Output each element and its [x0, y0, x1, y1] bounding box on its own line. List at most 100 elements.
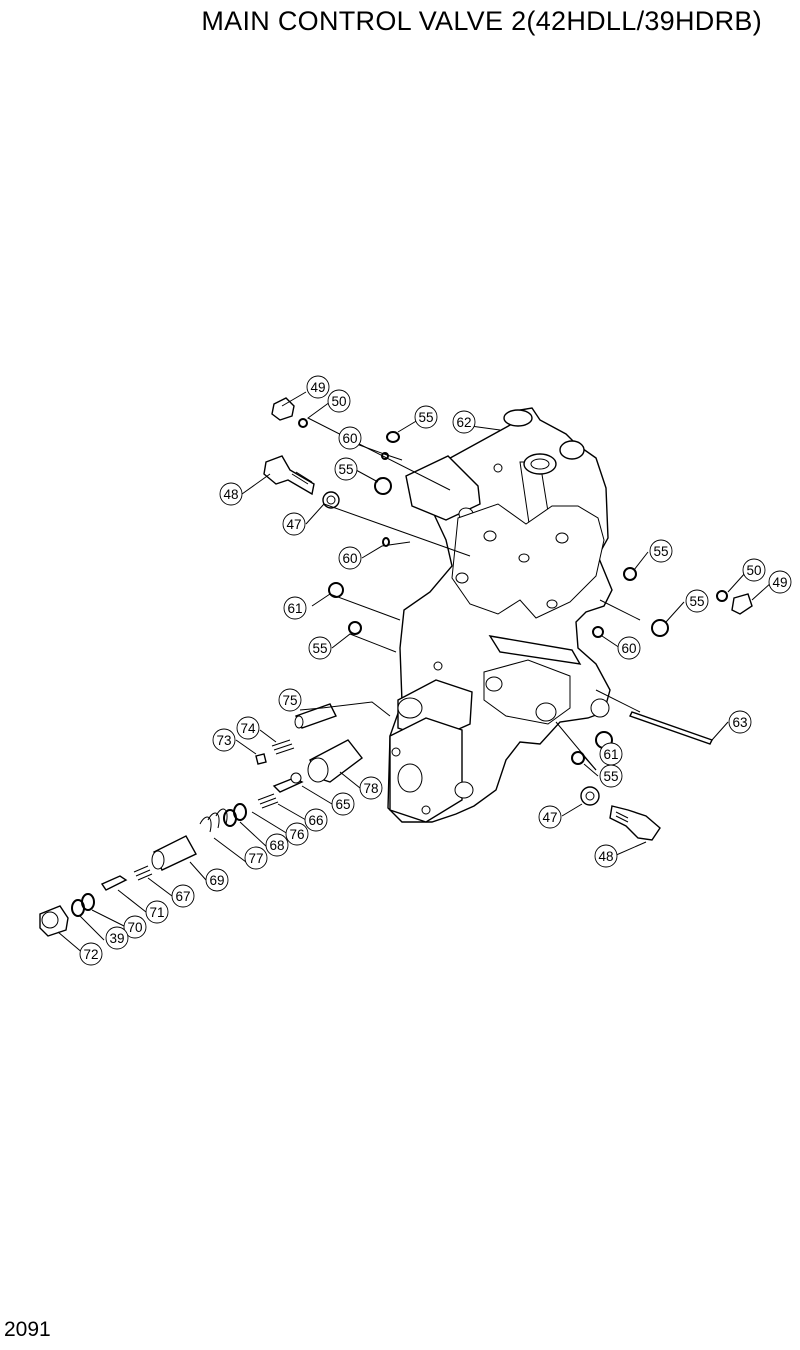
callout-number: 60 [621, 641, 636, 656]
callout-69: 69 [205, 868, 229, 892]
callout-bubble [768, 570, 792, 594]
callout-bubble [452, 410, 476, 434]
callout-49: 49 [306, 375, 330, 399]
callout-number: 61 [287, 601, 302, 616]
callout-bubble [538, 805, 562, 829]
callout-47: 47 [282, 512, 306, 536]
callout-bubble [617, 636, 641, 660]
callout-number: 72 [83, 947, 98, 962]
callout-62: 62 [452, 410, 476, 434]
callout-bubble [212, 728, 236, 752]
callout-50: 50 [327, 389, 351, 413]
callout-bubble [205, 868, 229, 892]
callout-48: 48 [219, 482, 243, 506]
callout-number: 61 [603, 747, 618, 762]
callout-55: 55 [685, 589, 709, 613]
callout-55: 55 [599, 764, 623, 788]
callout-bubble [594, 844, 618, 868]
callout-bubble [265, 833, 289, 857]
callout-47: 47 [538, 805, 562, 829]
callout-71: 71 [145, 900, 169, 924]
callout-67: 67 [171, 884, 195, 908]
callout-number: 55 [338, 462, 353, 477]
callout-number: 76 [289, 827, 304, 842]
callout-number: 47 [542, 810, 557, 825]
callout-bubble [282, 512, 306, 536]
callout-76: 76 [285, 822, 309, 846]
callout-bubble [338, 426, 362, 450]
callout-number: 66 [308, 813, 323, 828]
callout-68: 68 [265, 833, 289, 857]
callout-72: 72 [79, 942, 103, 966]
callout-bubble [728, 710, 752, 734]
callout-bubble [414, 405, 438, 429]
callout-39: 39 [105, 926, 129, 950]
valve-body [387, 407, 613, 823]
callout-number: 69 [209, 873, 224, 888]
callout-bubble [79, 942, 103, 966]
callout-55: 55 [649, 539, 673, 563]
callout-number: 68 [269, 838, 284, 853]
callout-77: 77 [244, 846, 268, 870]
callout-bubble [219, 482, 243, 506]
callout-bubble [327, 389, 351, 413]
callout-bubble [331, 792, 355, 816]
callout-number: 65 [335, 797, 350, 812]
callout-number: 39 [109, 931, 124, 946]
callout-bubble [105, 926, 129, 950]
callout-55: 55 [308, 636, 332, 660]
callout-55: 55 [334, 457, 358, 481]
callout-48: 48 [594, 844, 618, 868]
callout-number: 48 [223, 487, 238, 502]
callout-number: 62 [456, 415, 471, 430]
callout-bubble [244, 846, 268, 870]
callout-bubble [742, 558, 766, 582]
page-number: 2091 [4, 1318, 51, 1341]
callout-number: 48 [598, 849, 613, 864]
leader-lines [57, 391, 773, 955]
callout-60: 60 [617, 636, 641, 660]
callout-bubble [171, 884, 195, 908]
callout-number: 74 [240, 721, 256, 736]
callout-60: 60 [338, 426, 362, 450]
callout-bubble [334, 457, 358, 481]
callout-78: 78 [359, 776, 383, 800]
callout-number: 55 [603, 769, 618, 784]
callout-bubble [304, 808, 328, 832]
callout-number: 78 [363, 781, 378, 796]
callout-number: 50 [331, 394, 346, 409]
callout-66: 66 [304, 808, 328, 832]
callout-bubble [359, 776, 383, 800]
callout-75: 75 [278, 688, 302, 712]
callout-bubble [236, 716, 260, 740]
callout-number: 55 [418, 410, 433, 425]
callout-number: 55 [653, 544, 668, 559]
callout-number: 60 [342, 431, 357, 446]
callout-bubble [278, 688, 302, 712]
callout-74: 74 [236, 716, 260, 740]
callout-65: 65 [331, 792, 355, 816]
callout-number: 47 [286, 517, 301, 532]
loose-parts [39, 397, 753, 937]
callout-bubble [338, 546, 362, 570]
callout-49: 49 [768, 570, 792, 594]
callout-number: 67 [175, 889, 190, 904]
callout-70: 70 [123, 915, 147, 939]
callout-number: 55 [312, 641, 327, 656]
callout-number: 50 [746, 563, 761, 578]
callout-63: 63 [728, 710, 752, 734]
callout-bubble [145, 900, 169, 924]
callout-bubble [283, 596, 307, 620]
callout-number: 49 [772, 575, 787, 590]
callout-bubble [308, 636, 332, 660]
callout-60: 60 [338, 546, 362, 570]
callout-bubble [123, 915, 147, 939]
callout-number: 63 [732, 715, 747, 730]
callout-bubble [685, 589, 709, 613]
callout-55: 55 [414, 405, 438, 429]
callout-61: 61 [599, 742, 623, 766]
callout-number: 77 [248, 851, 263, 866]
